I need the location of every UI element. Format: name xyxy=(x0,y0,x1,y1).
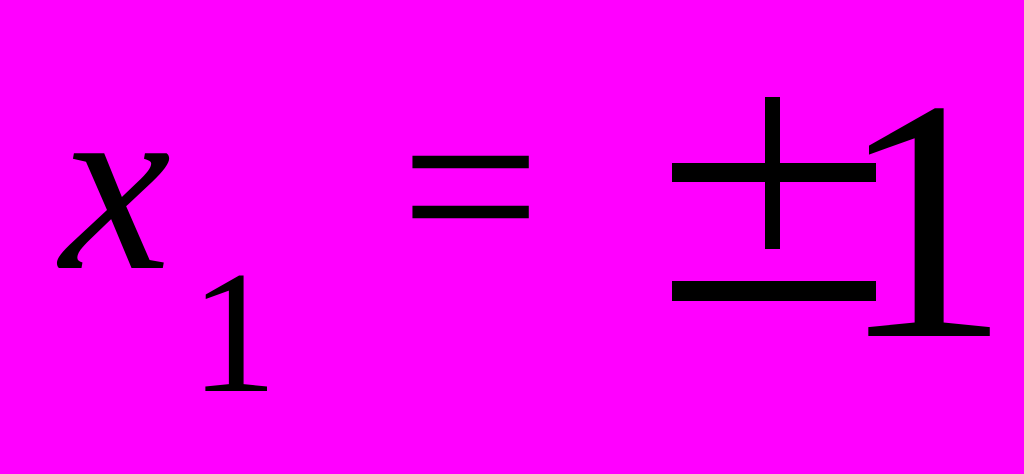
subscript-one-glyph: 1 xyxy=(190,235,278,429)
plus-minus-underbar xyxy=(672,281,876,301)
plus-minus-horizontal-stroke xyxy=(672,163,876,182)
plus-minus-sign-glyph xyxy=(672,97,876,301)
equals-sign-glyph: = xyxy=(400,48,541,325)
numeral-one-glyph: 1 xyxy=(838,29,1011,411)
variable-x-glyph: x xyxy=(60,46,171,323)
